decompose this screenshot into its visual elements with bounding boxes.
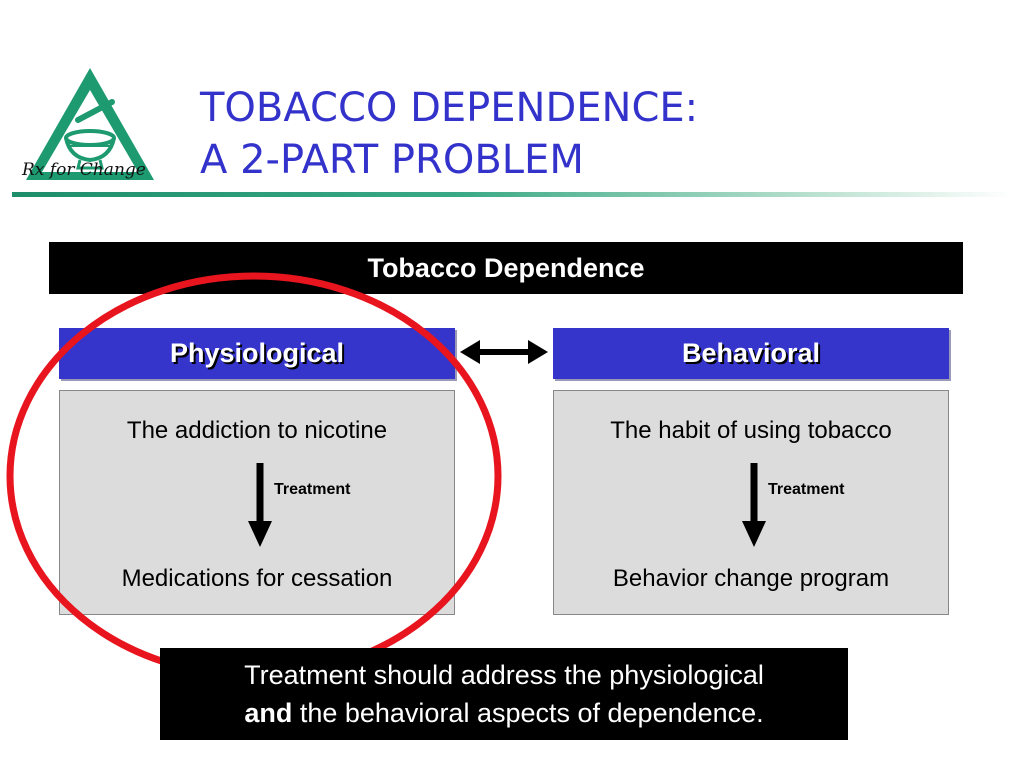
physiological-top-text: The addiction to nicotine [126,417,388,444]
behavioral-header: Behavioral [553,328,949,379]
statement-line-2-rest: the behavioral aspects of dependence. [292,698,764,728]
rx-for-change-logo [26,68,154,180]
title-line-2: A 2-PART PROBLEM [200,137,584,183]
statement-line-1: Treatment should address the physiologic… [244,660,764,690]
statement-line-2: and the behavioral aspects of dependence… [160,694,848,732]
title-line-1: TOBACCO DEPENDENCE: [200,85,699,131]
behavioral-bottom-text: Behavior change program [612,565,890,592]
page-title: TOBACCO DEPENDENCE: A 2-PART PROBLEM [200,82,698,186]
physiological-bottom-text: Medications for cessation [121,565,393,592]
title-separator-line [12,192,1012,197]
logo-caption: Rx for Change [22,160,146,180]
statement-bold-and: and [244,698,293,728]
down-arrow-icon [742,463,766,547]
treatment-statement: Treatment should address the physiologic… [160,648,848,740]
behavioral-box: The habit of using tobacco Treatment Beh… [553,390,949,615]
physiological-header: Physiological [59,328,455,379]
physiological-treatment-label: Treatment [274,481,351,498]
behavioral-top-text: The habit of using tobacco [610,417,892,444]
physiological-box: The addiction to nicotine Treatment Medi… [59,390,455,615]
behavioral-treatment-label: Treatment [768,481,845,498]
tobacco-dependence-banner: Tobacco Dependence [49,242,963,294]
down-arrow-icon [248,463,272,547]
double-headed-arrow-icon [460,340,548,364]
